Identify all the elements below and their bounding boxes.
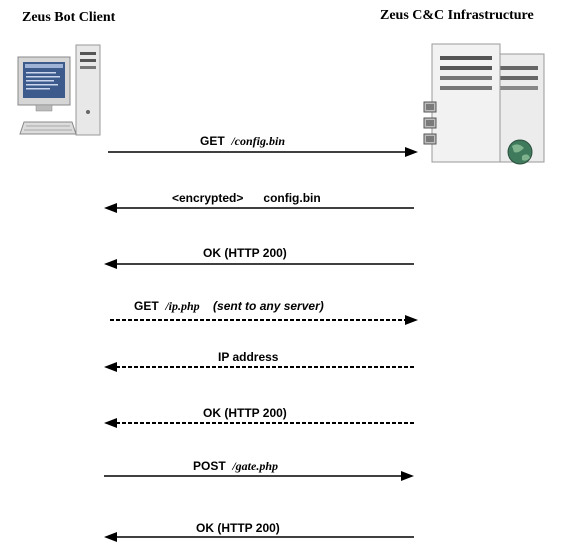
client-title: Zeus Bot Client: [22, 10, 116, 25]
msg-8-label: OK (HTTP 200): [196, 521, 280, 535]
msg-5-label: IP address: [218, 350, 279, 364]
msg-1-path: /config.bin: [231, 134, 286, 148]
msg-7-method: POST: [193, 459, 226, 473]
msg-2-path: config.bin: [263, 191, 321, 205]
server-icon: [423, 43, 545, 165]
computer-icon: [17, 44, 101, 136]
msg-4-note: (sent to any server): [213, 299, 324, 313]
msg-6-label: OK (HTTP 200): [203, 406, 287, 420]
msg-1-method: GET: [200, 134, 225, 148]
message-arrow-6: [104, 418, 414, 428]
msg-1-label: GET /config.bin: [200, 134, 285, 149]
msg-4-method: GET: [134, 299, 159, 313]
message-arrow-7: [104, 471, 414, 481]
message-arrow-4: [110, 315, 418, 325]
message-arrow-8: [104, 532, 414, 542]
msg-7-label: POST /gate.php: [193, 459, 278, 474]
message-arrow-2: [104, 203, 414, 213]
message-arrow-1: [108, 147, 418, 157]
msg-2-label: <encrypted> config.bin: [172, 191, 321, 205]
server-title: Zeus C&C Infrastructure: [380, 8, 534, 23]
msg-7-path: /gate.php: [232, 459, 279, 473]
msg-3-label: OK (HTTP 200): [203, 246, 287, 260]
message-arrow-5: [104, 362, 414, 372]
msg-2-method: <encrypted>: [172, 191, 244, 205]
msg-4-label: GET /ip.php (sent to any server): [134, 299, 324, 314]
msg-4-path: /ip.php: [165, 299, 200, 313]
message-arrow-3: [104, 259, 414, 269]
